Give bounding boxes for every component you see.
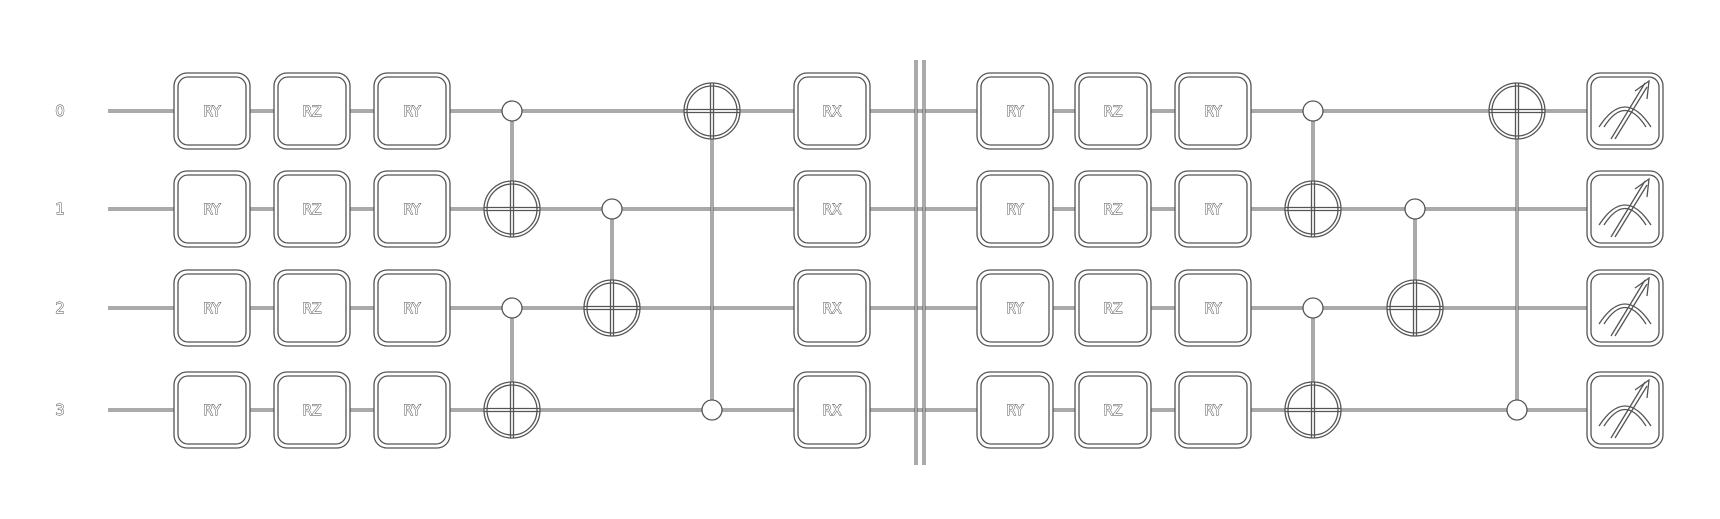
- cnot-target-icon: [1386, 279, 1444, 337]
- gate-ry-c8-q0: RY: [976, 72, 1054, 150]
- gate-label: RX: [822, 301, 842, 317]
- gate-label: RY: [1204, 202, 1222, 218]
- gate-rz-c9-q0: RZ: [1074, 72, 1152, 150]
- gate-label: RZ: [302, 403, 321, 419]
- wires-layer: [108, 109, 1625, 412]
- cnot-target-icon: [583, 279, 641, 337]
- gate-label: RY: [1204, 104, 1222, 120]
- gate-label: RY: [203, 202, 221, 218]
- gate-ry-c0-q0: RY: [173, 72, 251, 150]
- gate-rz-c1-q3: RZ: [273, 371, 351, 449]
- gate-ry-c10-q0: RY: [1174, 72, 1252, 150]
- gate-label: RX: [822, 104, 842, 120]
- cnot-target-icon: [483, 180, 541, 238]
- gate-label: RY: [203, 301, 221, 317]
- measurement-meter-icon-1: [1586, 170, 1664, 248]
- control-dot-icon: [501, 297, 523, 319]
- control-dot-icon: [501, 100, 523, 122]
- barrier-layer: [914, 60, 926, 465]
- gate-rz-c9-q3: RZ: [1074, 371, 1152, 449]
- gate-label: RZ: [1103, 202, 1122, 218]
- qubit-label-1: 1: [55, 200, 65, 218]
- gate-ry-c8-q1: RY: [976, 170, 1054, 248]
- measurement-meter-icon-0: [1586, 72, 1664, 150]
- gate-label: RZ: [302, 104, 321, 120]
- control-dot-icon: [1302, 100, 1324, 122]
- gate-label: RZ: [302, 202, 321, 218]
- gate-rx-c6-q1: RX: [793, 170, 871, 248]
- qubit-label-3: 3: [55, 401, 65, 419]
- gate-ry-c10-q2: RY: [1174, 269, 1252, 347]
- control-dot-icon: [1506, 399, 1528, 421]
- gate-label: RY: [203, 104, 221, 120]
- gate-label: RY: [403, 202, 421, 218]
- control-dot-icon: [1302, 297, 1324, 319]
- measurement-meter-icon-3: [1586, 371, 1664, 449]
- gate-label: RY: [1204, 301, 1222, 317]
- gate-ry-c2-q1: RY: [373, 170, 451, 248]
- gate-ry-c10-q1: RY: [1174, 170, 1252, 248]
- gate-label: RX: [822, 403, 842, 419]
- gate-label: RY: [1006, 301, 1024, 317]
- gate-label: RY: [1006, 104, 1024, 120]
- gate-rz-c1-q1: RZ: [273, 170, 351, 248]
- cnot-target-icon: [1284, 381, 1342, 439]
- qubit-label-0: 0: [55, 102, 65, 120]
- gate-ry-c8-q2: RY: [976, 269, 1054, 347]
- gate-ry-c0-q1: RY: [173, 170, 251, 248]
- gate-rz-c1-q2: RZ: [273, 269, 351, 347]
- gate-ry-c8-q3: RY: [976, 371, 1054, 449]
- barrier: [914, 60, 926, 465]
- qubit-labels-layer: 0 1 2 3: [55, 102, 65, 420]
- gate-ry-c2-q0: RY: [373, 72, 451, 150]
- gate-label: RY: [1204, 403, 1222, 419]
- gate-rx-c6-q0: RX: [793, 72, 871, 150]
- gate-ry-c0-q2: RY: [173, 269, 251, 347]
- gate-rz-c1-q0: RZ: [273, 72, 351, 150]
- control-dot-icon: [601, 198, 623, 220]
- gate-label: RY: [403, 403, 421, 419]
- gate-rx-c6-q2: RX: [793, 269, 871, 347]
- gate-ry-c2-q2: RY: [373, 269, 451, 347]
- gate-rx-c6-q3: RX: [793, 371, 871, 449]
- control-dot-icon: [701, 399, 723, 421]
- measurement-meter-icon-2: [1586, 269, 1664, 347]
- cnot-target-icon: [1284, 180, 1342, 238]
- gate-label: RX: [822, 202, 842, 218]
- connectors-layer: [510, 111, 1519, 410]
- gate-ry-c10-q3: RY: [1174, 371, 1252, 449]
- gate-label: RY: [403, 104, 421, 120]
- cnot-target-icon: [683, 82, 741, 140]
- gate-ry-c2-q3: RY: [373, 371, 451, 449]
- gate-ry-c0-q3: RY: [173, 371, 251, 449]
- cnot-target-icon: [1488, 82, 1546, 140]
- gate-label: RY: [1006, 202, 1024, 218]
- qubit-label-2: 2: [55, 299, 65, 317]
- gate-label: RZ: [1103, 104, 1122, 120]
- gate-label: RZ: [302, 301, 321, 317]
- gate-rz-c9-q1: RZ: [1074, 170, 1152, 248]
- gate-rz-c9-q2: RZ: [1074, 269, 1152, 347]
- gates-layer: RY RY RY RY RZ RZ RZ RZ RY RY RY RY RX RX RX RX RY RY RY RY…: [173, 72, 1664, 449]
- cnot-target-icon: [483, 381, 541, 439]
- gate-label: RY: [1006, 403, 1024, 419]
- gate-label: RY: [203, 403, 221, 419]
- control-dot-icon: [1404, 198, 1426, 220]
- gate-label: RY: [403, 301, 421, 317]
- gate-label: RZ: [1103, 301, 1122, 317]
- gate-label: RZ: [1103, 403, 1122, 419]
